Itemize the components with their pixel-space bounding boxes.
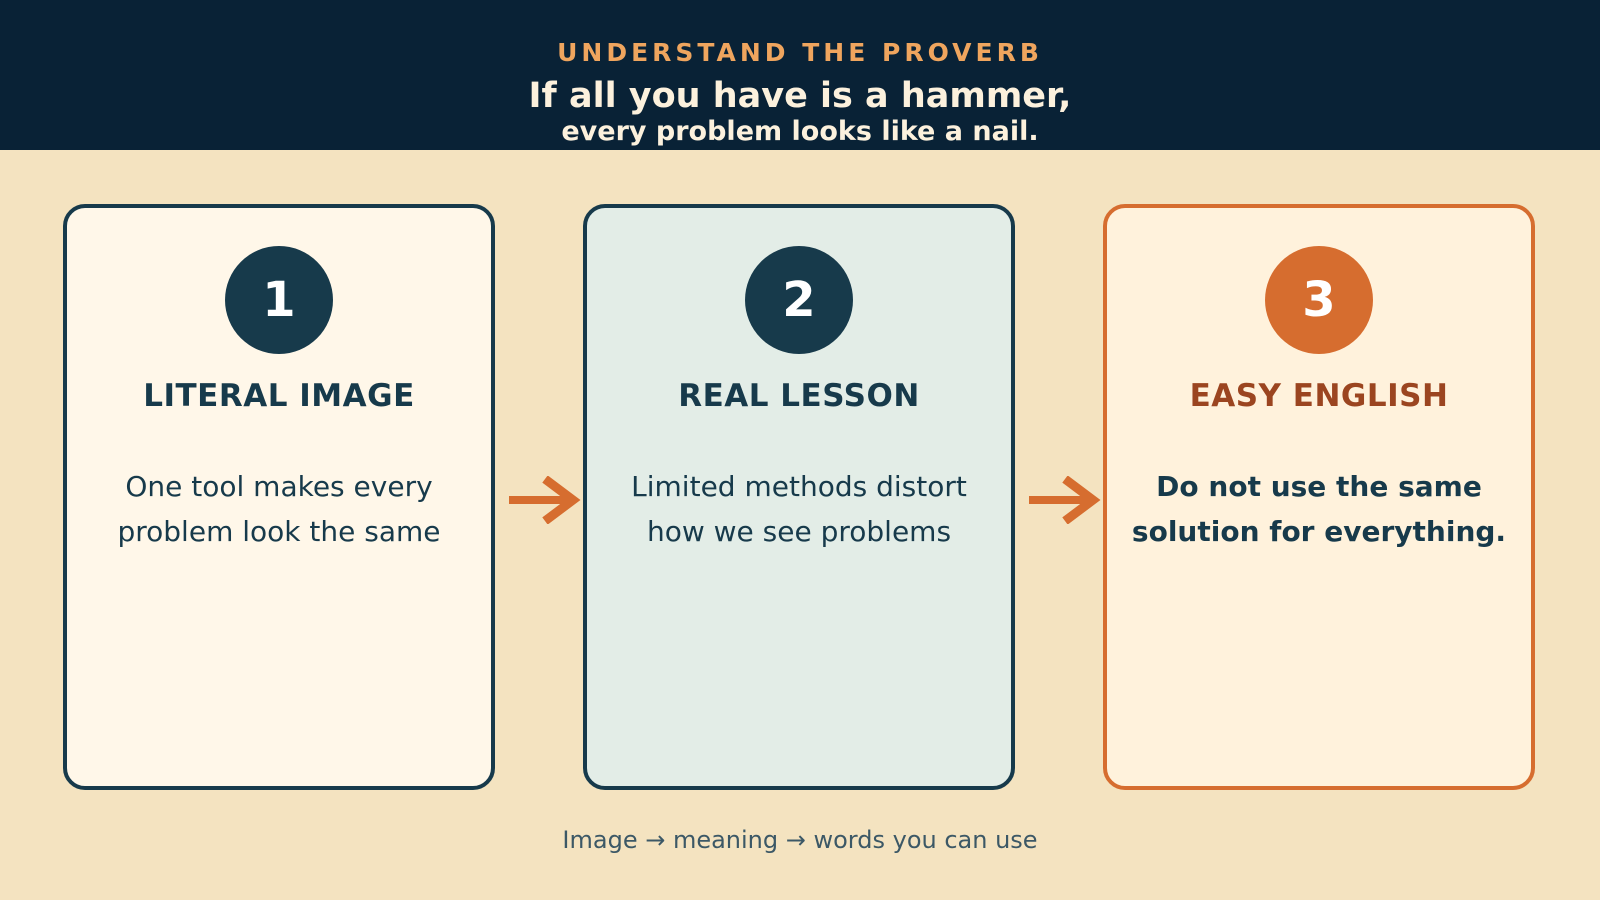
card-text: Do not use the same solution for everyth… <box>1127 464 1511 554</box>
card-text-line: One tool makes every <box>125 470 433 503</box>
card-text-line: Limited methods distort <box>631 470 967 503</box>
footer-caption: Image → meaning → words you can use <box>562 826 1038 854</box>
step-badge-3: 3 <box>1265 246 1373 354</box>
card-real-lesson: 2 REAL LESSON Limited methods distort ho… <box>583 204 1015 790</box>
proverb-subtitle: every problem looks like a nail. <box>561 116 1039 147</box>
kicker-label: UNDERSTAND THE PROVERB <box>557 38 1043 67</box>
step-badge-2: 2 <box>745 246 853 354</box>
arrow-right-icon <box>1029 476 1101 524</box>
header-banner: UNDERSTAND THE PROVERB If all you have i… <box>0 0 1600 150</box>
card-title: LITERAL IMAGE <box>143 378 415 414</box>
card-text-line: problem look the same <box>117 515 441 548</box>
arrow-right-icon <box>509 476 581 524</box>
card-literal-image: 1 LITERAL IMAGE One tool makes every pro… <box>63 204 495 790</box>
card-text-line: how we see problems <box>646 515 952 548</box>
proverb-title: If all you have is a hammer, <box>528 76 1072 116</box>
card-text-line: solution for everything. <box>1131 515 1507 548</box>
card-text: One tool makes every problem look the sa… <box>87 464 471 554</box>
card-text-line: Do not use the same <box>1156 470 1482 503</box>
card-title: REAL LESSON <box>678 378 920 414</box>
card-text: Limited methods distort how we see probl… <box>607 464 991 554</box>
step-badge-1: 1 <box>225 246 333 354</box>
card-easy-english: 3 EASY ENGLISH Do not use the same solut… <box>1103 204 1535 790</box>
card-title: EASY ENGLISH <box>1189 378 1449 414</box>
